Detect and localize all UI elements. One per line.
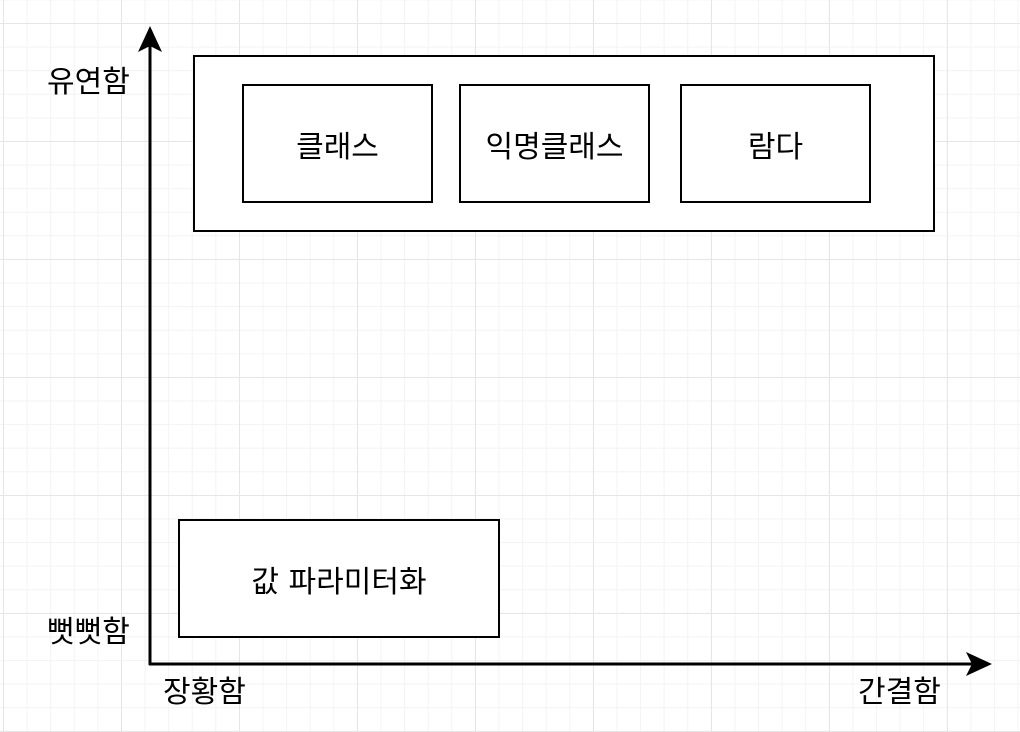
anonymous-class-box: 익명클래스 [459,84,650,203]
y-axis-bottom-label: 뻣뻣함 [47,615,130,650]
x-axis-left-label: 장황함 [163,675,246,710]
x-axis-right-label: 간결함 [858,675,941,710]
value-parameterization-box: 값 파라미터화 [178,519,500,638]
y-axis-arrowhead [138,26,162,52]
x-axis-arrowhead [966,652,992,676]
y-axis-top-label: 유연함 [47,65,130,100]
class-box: 클래스 [242,84,433,203]
lambda-box: 람다 [680,84,871,203]
